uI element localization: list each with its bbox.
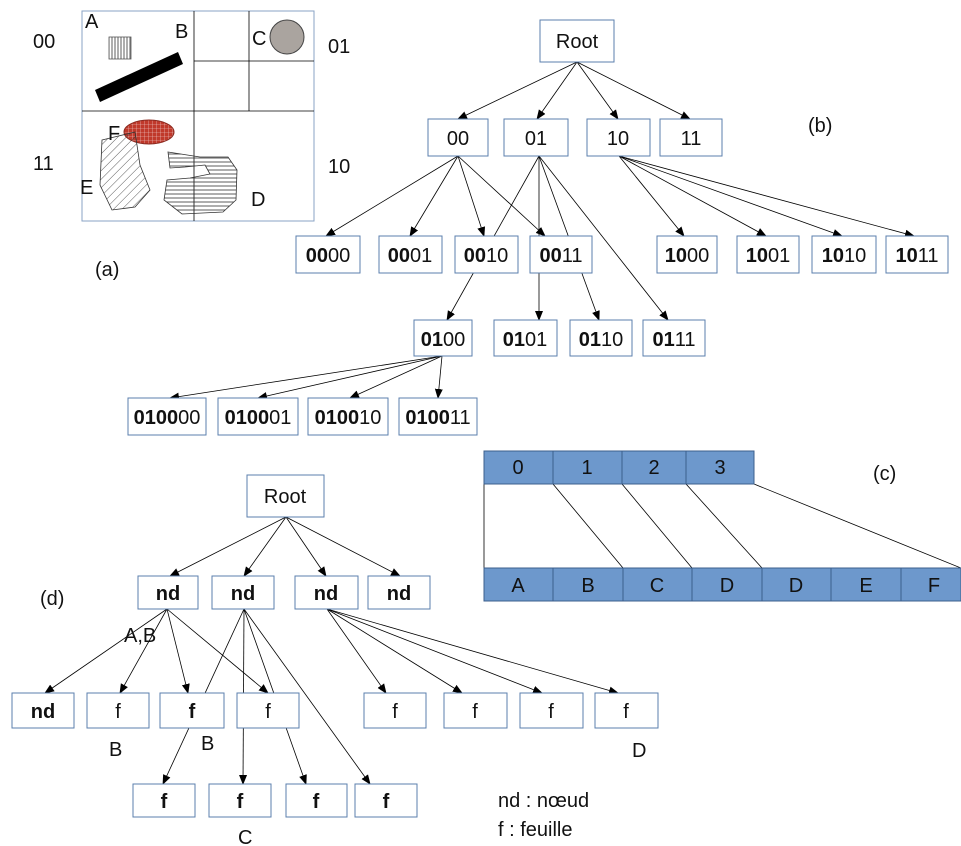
panel-b-node-1001: 1001 xyxy=(746,245,791,267)
panel-b-node-1011: 1011 xyxy=(895,245,938,267)
panel-b-caption: (b) xyxy=(808,115,832,137)
panel-b-node-0010: 0010 xyxy=(464,245,509,267)
panel-b-node-010010: 010010 xyxy=(315,407,382,429)
panel-b-node-0100: 0100 xyxy=(421,329,466,351)
panel-b-node-010001: 010001 xyxy=(225,407,292,429)
object-cell-f: F xyxy=(928,575,940,597)
legend-leaf: f : feuille xyxy=(498,819,572,841)
object-a-label: A xyxy=(85,11,99,33)
object-b-shape xyxy=(95,52,183,102)
object-cell-c: C xyxy=(650,575,664,597)
panel-d-annotation-c: C xyxy=(238,827,252,846)
object-e-shape xyxy=(99,131,151,211)
index-cell-2: 2 xyxy=(648,457,659,479)
panel-a-caption: (a) xyxy=(95,259,119,281)
quadrant-code-10: 10 xyxy=(328,156,350,178)
panel-b-node-010011: 010011 xyxy=(405,407,470,429)
object-cell-e: E xyxy=(859,575,872,597)
panel-b-node-0111: 0111 xyxy=(652,329,695,351)
panel-d-level1-node-1: nd xyxy=(156,583,180,605)
object-d-label: D xyxy=(251,189,265,211)
object-cell-d1: D xyxy=(720,575,734,597)
panel-b-node-0011: 0011 xyxy=(539,245,582,267)
panel-d-group2-node-4: f xyxy=(383,791,390,813)
panel-d-group2-node-2: f xyxy=(237,791,244,813)
panel-d-level1-node-4: nd xyxy=(387,583,411,605)
panel-b-node-00: 00 xyxy=(447,128,469,150)
quadrant-code-00: 00 xyxy=(33,31,55,53)
panel-b-node-0101: 0101 xyxy=(503,329,548,351)
panel-c-object-array: A B C D D E F xyxy=(483,567,961,602)
panel-b-node-0001: 0001 xyxy=(388,245,433,267)
panel-b: Root 00 01 10 11 0000 0001 0010 0011 xyxy=(127,19,949,436)
panel-b-children-00: 0000 0001 0010 0011 xyxy=(295,235,593,274)
object-d-shape xyxy=(163,151,238,215)
panel-d-annotation-d: D xyxy=(632,740,646,762)
panel-d-group1-node-1: nd xyxy=(31,701,55,723)
panel-d-annotation-b1: B xyxy=(109,739,122,761)
panel-d-group2: f f f f xyxy=(132,783,418,818)
object-cell-a: A xyxy=(511,575,525,597)
panel-c-index-array: 0 1 2 3 xyxy=(483,450,755,485)
panel-d-root-label: Root xyxy=(264,486,307,508)
object-cell-b: B xyxy=(581,575,594,597)
index-cell-0: 0 xyxy=(512,457,523,479)
panel-b-node-0110: 0110 xyxy=(579,329,624,351)
panel-b-root-node: Root xyxy=(539,19,615,63)
panel-b-children-01: 0100 0101 0110 0111 xyxy=(413,319,706,357)
panel-c-connectors xyxy=(483,483,961,569)
object-a-shape xyxy=(108,36,132,60)
panel-d-group1-node-3: f xyxy=(189,701,196,723)
panel-b-node-1010: 1010 xyxy=(822,245,867,267)
panel-d-level1: nd nd nd nd xyxy=(137,575,431,610)
legend: nd : nœud f : feuille xyxy=(498,790,589,841)
index-cell-1: 1 xyxy=(581,457,592,479)
object-f-shape xyxy=(123,119,175,145)
object-f-label: F xyxy=(108,123,120,145)
panel-b-node-01: 01 xyxy=(525,128,547,150)
object-c-label: C xyxy=(252,28,266,50)
panel-d-group1-node-4: f xyxy=(265,701,271,723)
quadrant-code-11: 11 xyxy=(33,153,54,175)
panel-b-node-11: 11 xyxy=(681,128,702,150)
panel-c-caption: (c) xyxy=(873,463,896,485)
panel-b-node-010000: 010000 xyxy=(134,407,201,429)
panel-d-group3-node-2: f xyxy=(472,701,478,723)
panel-d: Root nd nd nd nd A,B nd f f f B B xyxy=(11,474,659,846)
quadrant-code-01: 01 xyxy=(328,36,350,58)
panel-d-group1: nd f f f xyxy=(11,692,300,729)
panel-d-group3: f f f f xyxy=(363,692,659,729)
panel-c: 0 1 2 3 A B C D D E F (c) xyxy=(483,450,961,602)
object-e-label: E xyxy=(80,177,93,199)
index-cell-3: 3 xyxy=(714,457,725,479)
panel-d-group2-node-3: f xyxy=(313,791,320,813)
panel-a: 00 01 11 10 A B C F E D (a) xyxy=(33,10,350,281)
panel-d-caption: (d) xyxy=(40,588,64,610)
panel-d-group2-node-1: f xyxy=(161,791,168,813)
panel-b-level1: 00 01 10 11 xyxy=(427,118,723,157)
panel-d-group1-node-2: f xyxy=(115,701,121,723)
panel-b-node-1000: 1000 xyxy=(665,245,710,267)
panel-d-level1-node-3: nd xyxy=(314,583,338,605)
panel-d-annotation-b2: B xyxy=(201,733,214,755)
legend-node: nd : nœud xyxy=(498,790,589,812)
panel-b-node-0000: 0000 xyxy=(306,245,351,267)
object-c-shape xyxy=(269,19,305,55)
panel-d-group3-node-1: f xyxy=(392,701,398,723)
object-cell-d2: D xyxy=(789,575,803,597)
panel-d-root-node: Root xyxy=(246,474,325,518)
panel-d-group3-node-4: f xyxy=(623,701,629,723)
panel-d-level1-node-2: nd xyxy=(231,583,255,605)
object-b-label: B xyxy=(175,21,188,43)
panel-b-node-10: 10 xyxy=(607,128,629,150)
panel-b-root-label: Root xyxy=(556,31,599,53)
panel-d-annotation-ab: A,B xyxy=(124,625,156,647)
panel-b-children-0100: 010000 010001 010010 010011 xyxy=(127,397,478,436)
panel-d-group3-node-3: f xyxy=(548,701,554,723)
panel-d-edges xyxy=(44,516,619,785)
panel-b-children-10: 1000 1001 1010 1011 xyxy=(656,235,949,274)
